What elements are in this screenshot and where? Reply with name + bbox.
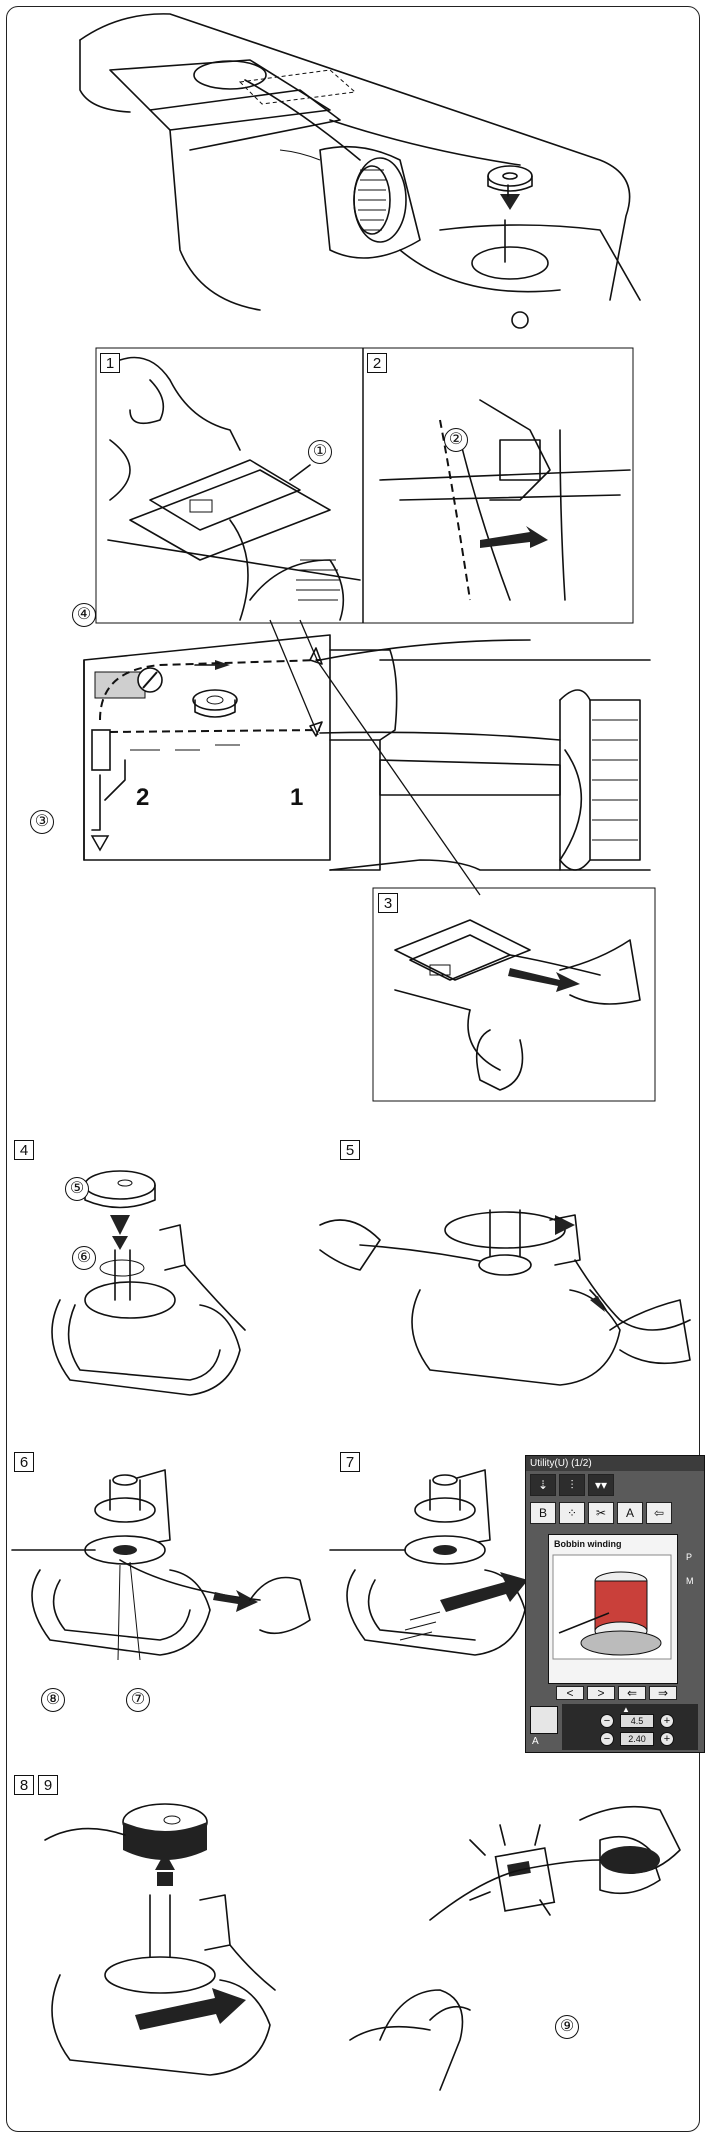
callout-6: ⑥ — [72, 1246, 96, 1270]
side-letter-p: P — [686, 1552, 693, 1562]
width-value: 4.5 — [620, 1714, 654, 1728]
step1-art — [107, 356, 361, 621]
thread-guide-diagram — [83, 619, 651, 896]
bobbin-winding-popup: Bobbin winding — [548, 1534, 678, 1684]
step-2-label: 2 — [367, 353, 387, 373]
guide-number-2: 2 — [136, 784, 150, 811]
callout-8: ⑧ — [41, 1688, 65, 1712]
machine-top-illustration — [79, 13, 641, 329]
step8-art — [44, 1803, 276, 2076]
bobbin-illustration — [552, 1554, 672, 1660]
memory-key[interactable]: ⇐ — [618, 1686, 646, 1700]
needle-up-down-key[interactable]: ⇣ — [530, 1474, 556, 1496]
nav-row: < > ⇐ ⇒ — [556, 1686, 677, 1700]
length-value: 2.40 — [620, 1732, 654, 1746]
screen-second-row: B ⁘ ✂ A ⇦ — [530, 1502, 672, 1524]
callout-2: ② — [444, 428, 468, 452]
up-icon: ▲ — [622, 1705, 630, 1714]
callout-5: ⑤ — [65, 1177, 89, 1201]
step6-art — [11, 1469, 311, 1661]
callout-4: ④ — [72, 603, 96, 627]
callout-1: ① — [308, 440, 332, 464]
stitch-mode-key[interactable]: ⫶ — [559, 1474, 585, 1496]
bobbin-key[interactable]: B — [530, 1502, 556, 1524]
step-1-label: 1 — [100, 353, 120, 373]
adjust-panel: ▲ − 4.5 + − 2.40 + — [562, 1704, 698, 1750]
step2-art — [379, 399, 631, 601]
step9-art — [349, 1805, 681, 2091]
page-frame — [6, 6, 700, 2132]
width-minus-button[interactable]: − — [600, 1714, 614, 1728]
step4-art — [51, 1170, 246, 1396]
screen-top-row: ⇣ ⫶ ▾▾ — [530, 1474, 614, 1496]
letter-a-key[interactable]: A — [617, 1502, 643, 1524]
prev-key[interactable]: < — [556, 1686, 584, 1700]
callout-3: ③ — [30, 810, 54, 834]
step-8-label: 8 — [14, 1775, 34, 1795]
step-4-label: 4 — [14, 1140, 34, 1160]
scissors-icon[interactable]: ✂ — [588, 1502, 614, 1524]
step3-art — [394, 919, 641, 1091]
width-plus-button[interactable]: + — [660, 1714, 674, 1728]
home-key[interactable]: ⇦ — [646, 1502, 672, 1524]
return-key[interactable]: ⇒ — [649, 1686, 677, 1700]
length-plus-button[interactable]: + — [660, 1732, 674, 1746]
step-5-label: 5 — [340, 1140, 360, 1160]
length-minus-button[interactable]: − — [600, 1732, 614, 1746]
menu-key[interactable]: ▾▾ — [588, 1474, 614, 1496]
lcd-screen: Utility(U) (1/2) ⇣ ⫶ ▾▾ B ⁘ ✂ A ⇦ Bobbin… — [525, 1455, 705, 1753]
step-7-label: 7 — [340, 1452, 360, 1472]
foot-label: A — [532, 1736, 539, 1747]
guide-number-1: 1 — [290, 784, 304, 811]
screen-title: Utility(U) (1/2) — [526, 1456, 704, 1471]
next-key[interactable]: > — [587, 1686, 615, 1700]
step5-art — [319, 1209, 691, 1386]
grid-key[interactable]: ⁘ — [559, 1502, 585, 1524]
callout-9: ⑨ — [555, 2015, 579, 2039]
step-3-label: 3 — [378, 893, 398, 913]
popup-title: Bobbin winding — [554, 1539, 622, 1549]
step-9-label: 9 — [38, 1775, 58, 1795]
step7-art — [329, 1469, 528, 1656]
callout-7: ⑦ — [126, 1688, 150, 1712]
step-6-label: 6 — [14, 1452, 34, 1472]
side-letter-m: M — [686, 1576, 694, 1586]
presser-foot-icon — [530, 1706, 558, 1734]
